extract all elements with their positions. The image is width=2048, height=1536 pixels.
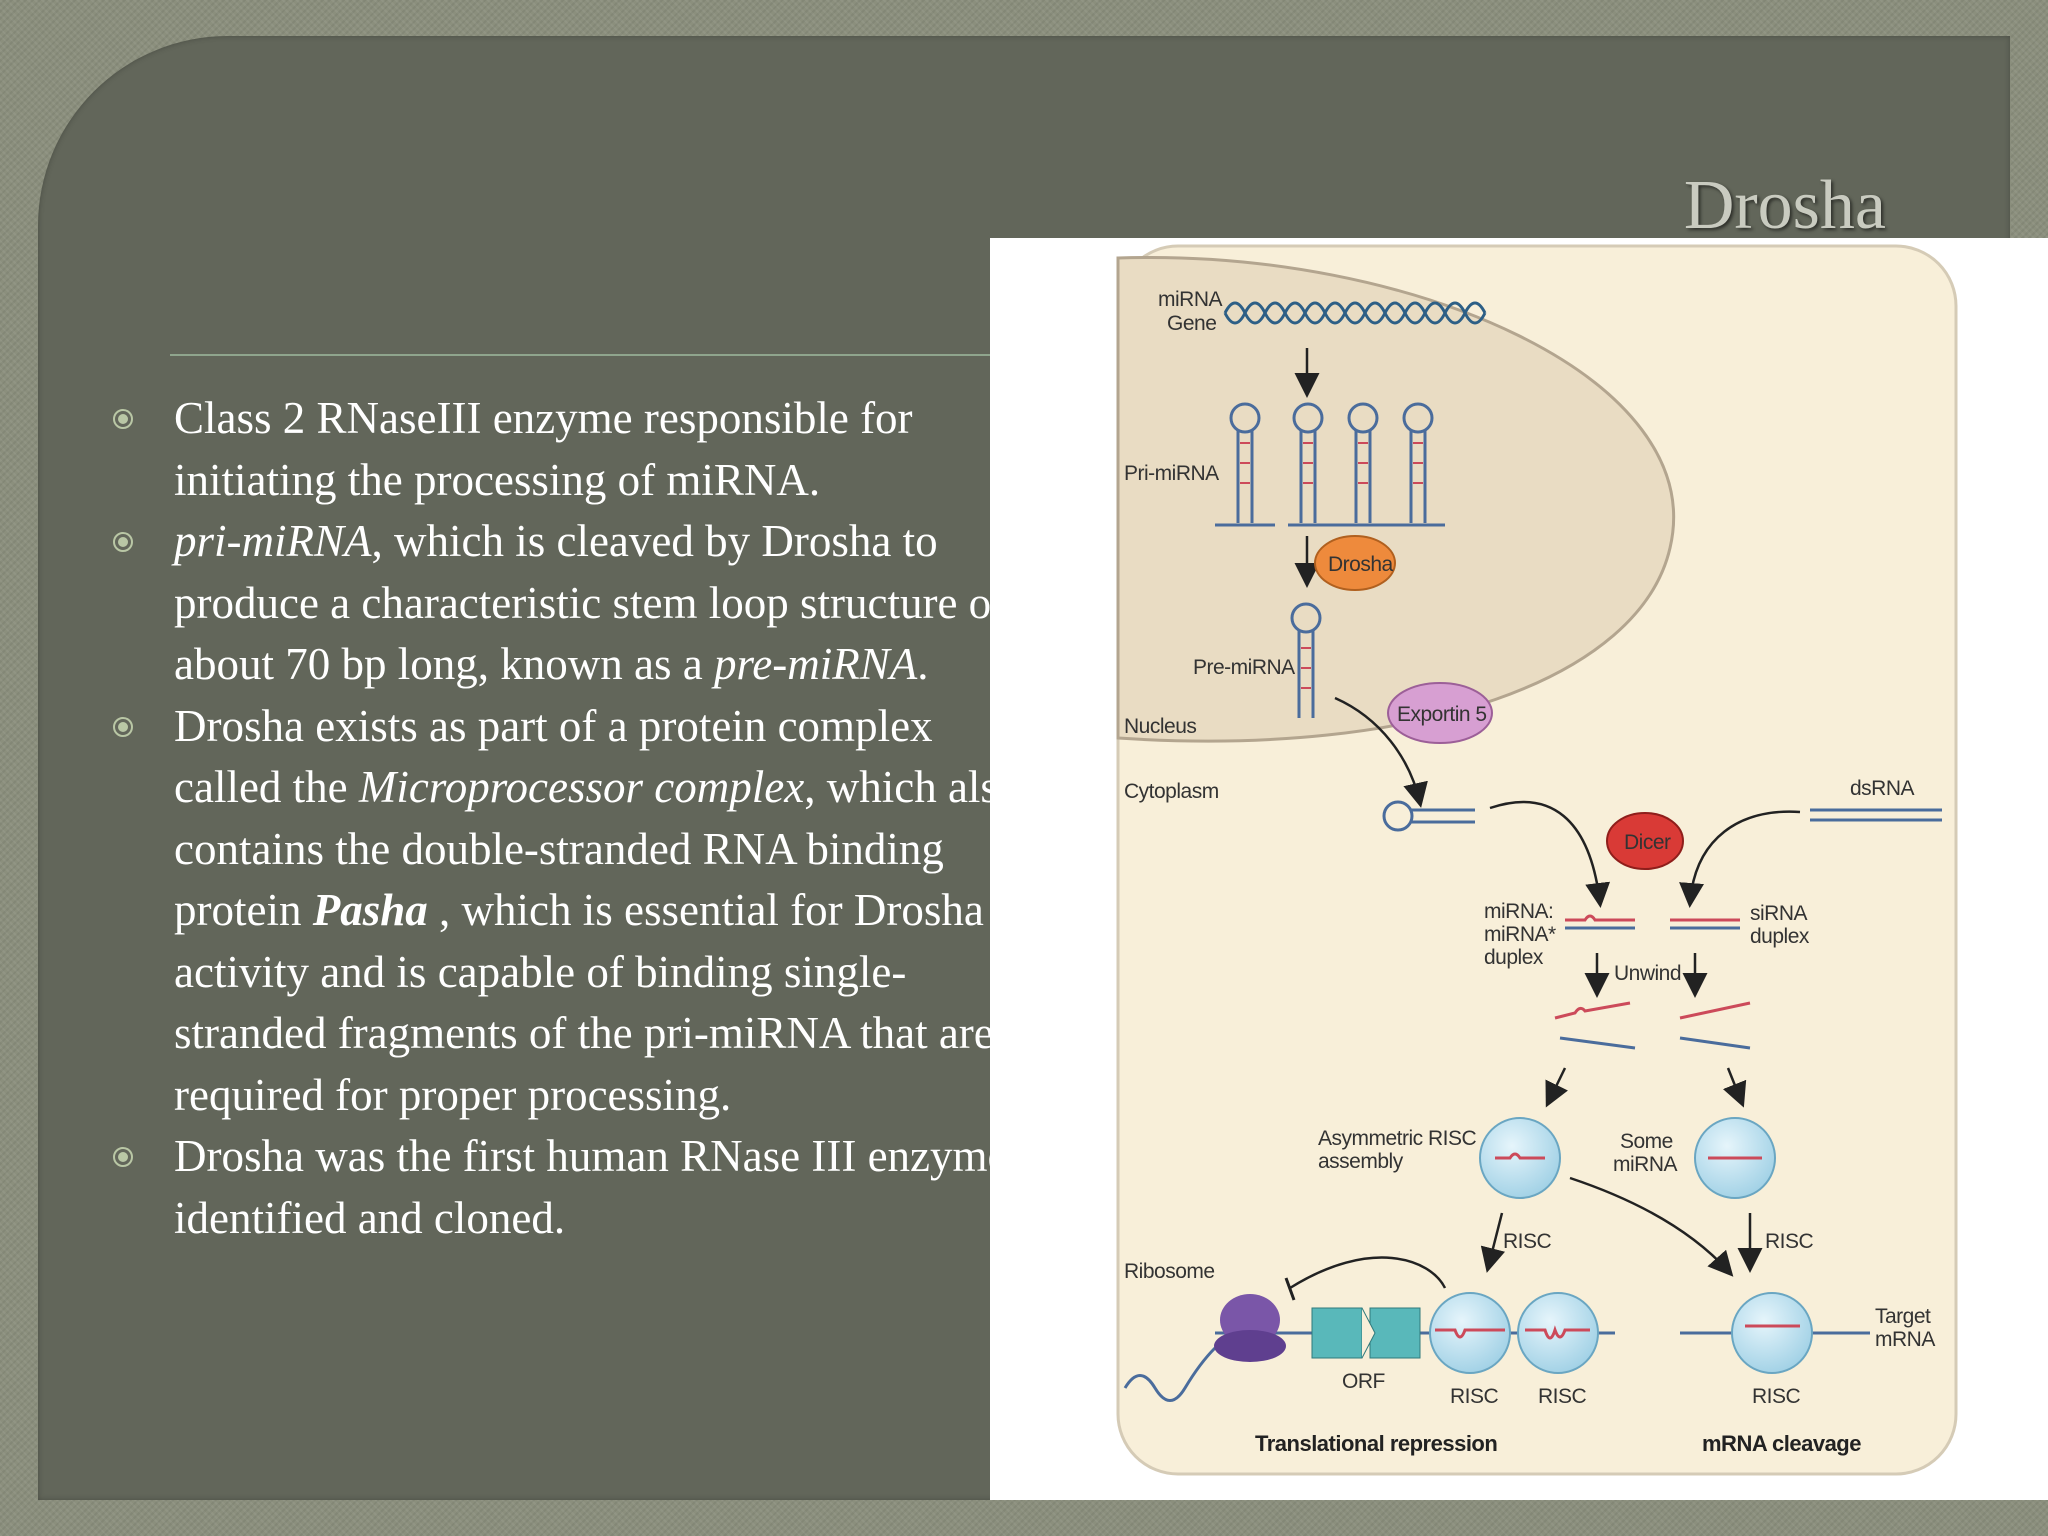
risc-cleavage: [1731, 1292, 1813, 1374]
label-nucleus: Nucleus: [1124, 715, 1196, 738]
bullet-item: Class 2 RNaseIII enzyme responsible for …: [108, 388, 1028, 511]
bullet-text: pri-miRNA: [174, 516, 372, 566]
dsrna-strand: [1810, 808, 1942, 822]
label-duplex-3: duplex: [1484, 946, 1544, 969]
unwound-strands: [1554, 1001, 1751, 1050]
label-drosha: Drosha: [1328, 553, 1394, 576]
bullet-item: Drosha was the first human RNase III enz…: [108, 1126, 1028, 1249]
label-pri-mirna: Pri-miRNA: [1124, 462, 1219, 485]
label-risc-c: RISC: [1450, 1385, 1499, 1408]
label-duplex-2: miRNA*: [1484, 923, 1556, 946]
label-pre-mirna: Pre-miRNA: [1193, 656, 1295, 679]
cytoplasm-pre-mirna: [1382, 800, 1475, 832]
exportin-5: [1387, 682, 1493, 744]
bullet-circle-icon: [113, 1147, 133, 1167]
sirna-duplex: [1670, 918, 1740, 930]
label-sirna-1: siRNA: [1750, 902, 1807, 925]
label-unwind: Unwind: [1614, 962, 1681, 985]
pre-mirna-hairpin: [1290, 602, 1322, 718]
bullet-text: Class 2 RNaseIII enzyme responsible for …: [174, 393, 913, 505]
label-translational: Translational repression: [1255, 1431, 1497, 1456]
bullet-text: , which also contains the double-strande…: [174, 762, 1021, 935]
pri-mirna-hairpins: [1215, 402, 1445, 527]
bullet-text: Drosha was the first human RNase III enz…: [174, 1131, 1008, 1243]
dicer-enzyme: [1606, 812, 1684, 870]
bullet-item: Drosha exists as part of a protein compl…: [108, 696, 1028, 1127]
label-dsrna: dsRNA: [1850, 777, 1915, 800]
label-duplex-1: miRNA:: [1484, 900, 1553, 923]
label-risc-a: RISC: [1503, 1230, 1552, 1253]
title-divider: [170, 354, 1050, 356]
bullet-text: .: [917, 639, 929, 689]
label-dicer: Dicer: [1624, 831, 1671, 854]
label-risc-e: RISC: [1752, 1385, 1801, 1408]
bullet-circle-icon: [113, 409, 133, 429]
label-exportin: Exportin 5: [1397, 703, 1487, 726]
label-orf: ORF: [1342, 1370, 1385, 1393]
bullet-list: Class 2 RNaseIII enzyme responsible for …: [108, 388, 1028, 1249]
nucleus-shape: [1116, 255, 1676, 743]
label-mirna-gene-2: Gene: [1167, 312, 1216, 335]
risc-bound-2: [1517, 1292, 1599, 1374]
mirna-pathway-diagram: miRNA Gene Pri-miRNA Drosha Pre-miRNA Ex…: [1116, 244, 1958, 1476]
bullet-text: Drosha exists as part of a protein compl…: [174, 700, 933, 813]
bullet-text: , which is cleaved by Drosha to produce …: [174, 516, 1007, 689]
label-some-1: Some: [1620, 1130, 1673, 1153]
label-asym-2: assembly: [1318, 1150, 1404, 1173]
label-cleavage: mRNA cleavage: [1702, 1431, 1861, 1456]
bullet-text: Microprocessor complex: [358, 762, 805, 812]
mirna-duplex: [1565, 914, 1635, 930]
label-ribosome: Ribosome: [1124, 1260, 1215, 1283]
label-asym-1: Asymmetric RISC: [1318, 1127, 1477, 1150]
orf-block: [1311, 1307, 1421, 1359]
label-sirna-2: duplex: [1750, 925, 1810, 948]
bullet-text: pre-miRNA: [713, 639, 918, 689]
label-target-1: Target: [1875, 1305, 1931, 1328]
dna-helix: [1223, 301, 1487, 325]
risc-bound-1: [1429, 1292, 1511, 1374]
label-risc-d: RISC: [1538, 1385, 1587, 1408]
label-some-2: miRNA: [1613, 1153, 1677, 1176]
bullet-text: , which is essential for Drosha activity…: [174, 885, 994, 1120]
bullet-circle-icon: [113, 716, 133, 737]
label-risc-b: RISC: [1765, 1230, 1814, 1253]
bullet-item: pri-miRNA, which is cleaved by Drosha to…: [108, 511, 1028, 696]
label-cytoplasm: Cytoplasm: [1124, 780, 1219, 803]
label-mirna-gene-1: miRNA: [1158, 288, 1222, 311]
mirna-pathway-figure: miRNA Gene Pri-miRNA Drosha Pre-miRNA Ex…: [990, 238, 2048, 1500]
drosha-enzyme: [1314, 535, 1396, 591]
label-target-2: mRNA: [1875, 1328, 1935, 1351]
bullet-circle-icon: [113, 532, 133, 552]
bullet-text: Pasha: [312, 885, 428, 935]
slide-title: Drosha: [1683, 167, 1886, 244]
